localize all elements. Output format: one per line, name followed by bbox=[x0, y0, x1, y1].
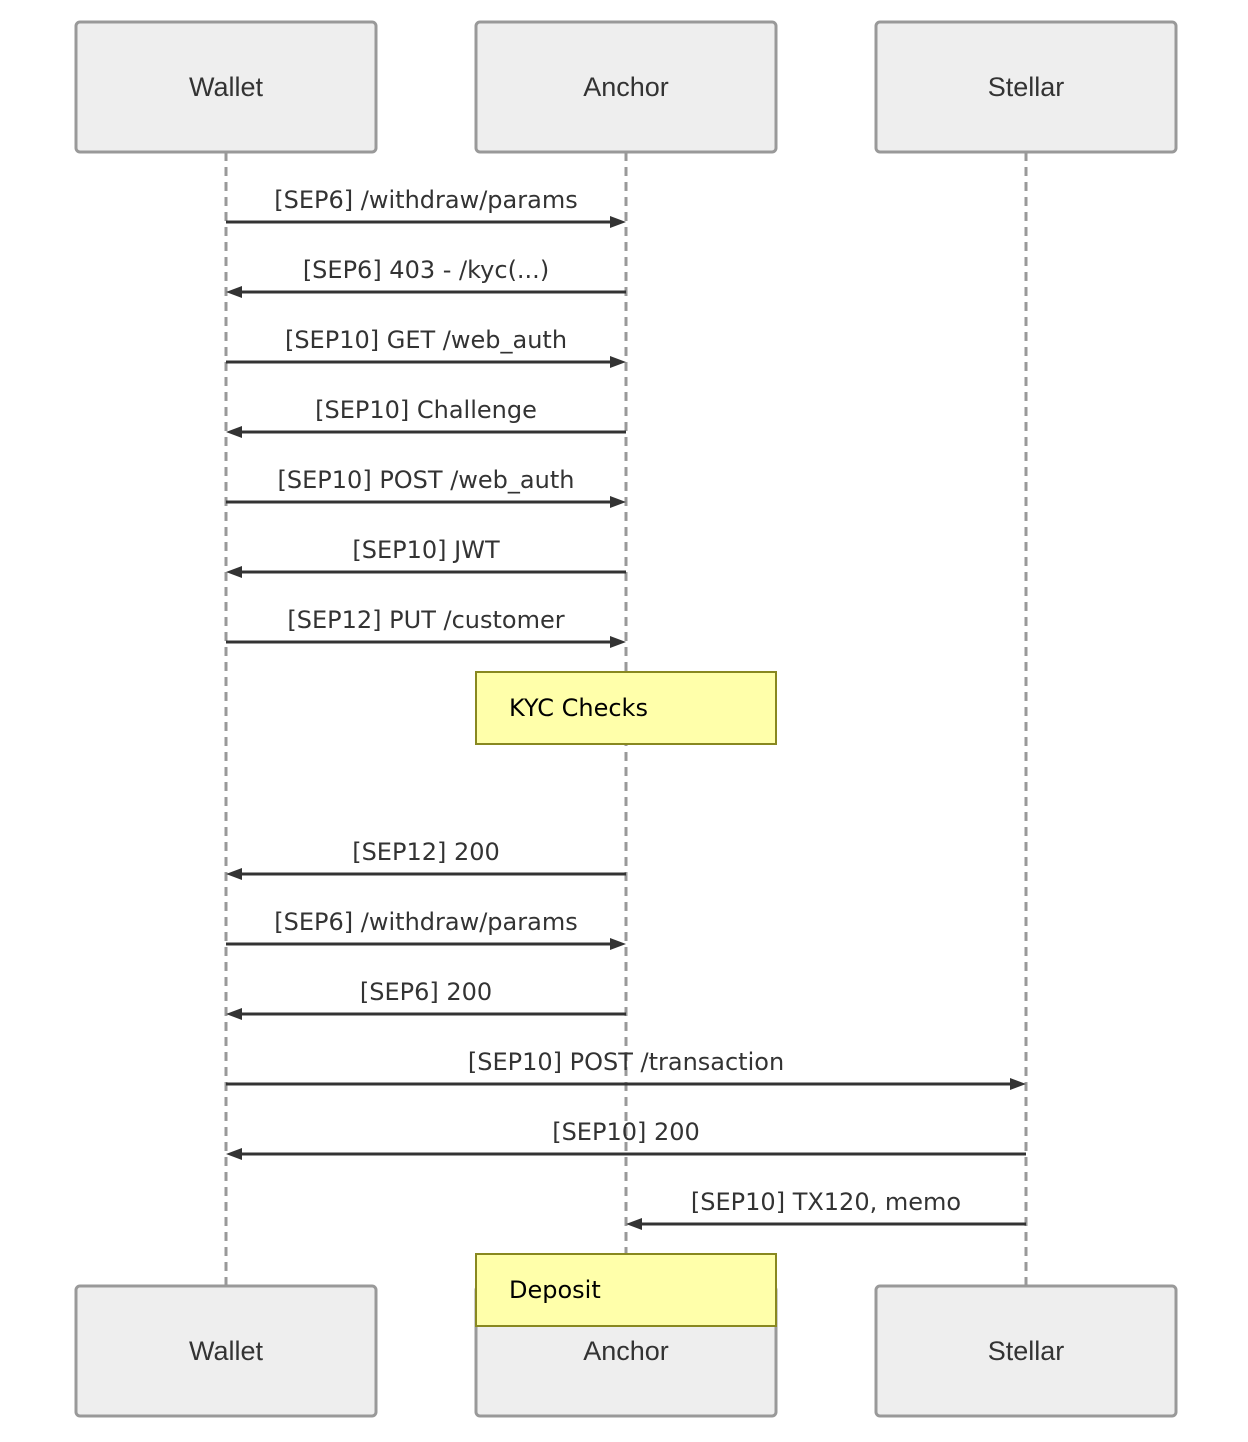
arrowhead-icon bbox=[226, 1008, 242, 1020]
message-12: [SEP10] POST /transaction bbox=[226, 1048, 1026, 1090]
message-14: [SEP10] TX120, memo bbox=[626, 1188, 1026, 1230]
note: Deposit bbox=[475, 1253, 777, 1327]
actor-label: Wallet bbox=[189, 1336, 264, 1366]
actor-label: Stellar bbox=[988, 72, 1065, 102]
arrowhead-icon bbox=[610, 938, 626, 950]
actor-label: Wallet bbox=[189, 72, 264, 102]
lifelines bbox=[224, 152, 1028, 1286]
arrowhead-icon bbox=[226, 868, 242, 880]
actor-stellar-top: Stellar bbox=[874, 20, 1178, 154]
message-label: [SEP6] /withdraw/params bbox=[274, 908, 577, 936]
message-label: [SEP10] JWT bbox=[352, 536, 500, 564]
message-2: [SEP6] 403 - /kyc(...) bbox=[226, 256, 626, 298]
actors-top: Wallet Anchor Stellar bbox=[74, 20, 1178, 154]
actor-anchor-top: Anchor bbox=[474, 20, 778, 154]
message-5: [SEP10] POST /web_auth bbox=[226, 466, 626, 508]
message-label: [SEP6] 200 bbox=[360, 978, 492, 1006]
note-box bbox=[475, 671, 777, 745]
actor-label: Anchor bbox=[583, 1336, 669, 1366]
arrowhead-icon bbox=[1010, 1078, 1026, 1090]
message-label: [SEP6] /withdraw/params bbox=[274, 186, 577, 214]
message-label: [SEP12] 200 bbox=[352, 838, 500, 866]
message-3: [SEP10] GET /web_auth bbox=[226, 326, 626, 368]
message-6: [SEP10] JWT bbox=[226, 536, 626, 578]
note-label: Deposit bbox=[509, 1276, 601, 1304]
actor-box bbox=[74, 1284, 378, 1418]
actor-label: Anchor bbox=[583, 72, 669, 102]
arrowhead-icon bbox=[610, 496, 626, 508]
message-10: [SEP6] /withdraw/params bbox=[226, 908, 626, 950]
message-label: [SEP12] PUT /customer bbox=[287, 606, 564, 634]
messages: [SEP6] /withdraw/params [SEP6] 403 - /kyc… bbox=[226, 186, 1026, 1327]
actor-wallet-bottom: Wallet bbox=[74, 1284, 378, 1418]
actor-box bbox=[74, 20, 378, 154]
message-label: [SEP10] Challenge bbox=[315, 396, 537, 424]
message-7: [SEP12] PUT /customer bbox=[226, 606, 626, 648]
message-label: [SEP6] 403 - /kyc(...) bbox=[303, 256, 549, 284]
arrowhead-icon bbox=[610, 356, 626, 368]
message-1: [SEP6] /withdraw/params bbox=[226, 186, 626, 228]
arrowhead-icon bbox=[610, 636, 626, 648]
actor-wallet-top: Wallet bbox=[74, 20, 378, 154]
message-9: [SEP12] 200 bbox=[226, 838, 626, 880]
actor-stellar-bottom: Stellar bbox=[874, 1284, 1178, 1418]
arrowhead-icon bbox=[226, 1148, 242, 1160]
note: KYC Checks bbox=[475, 671, 777, 745]
message-label: [SEP10] POST /web_auth bbox=[278, 466, 575, 494]
message-label: [SEP10] POST /transaction bbox=[468, 1048, 784, 1076]
arrowhead-icon bbox=[610, 216, 626, 228]
message-label: [SEP10] TX120, memo bbox=[691, 1188, 961, 1216]
actor-label: Stellar bbox=[988, 1336, 1065, 1366]
arrowhead-icon bbox=[626, 1218, 642, 1230]
arrowhead-icon bbox=[226, 426, 242, 438]
actor-box bbox=[474, 20, 778, 154]
message-13: [SEP10] 200 bbox=[226, 1118, 1026, 1160]
message-label: [SEP10] GET /web_auth bbox=[285, 326, 567, 354]
message-4: [SEP10] Challenge bbox=[226, 396, 626, 438]
actor-box bbox=[874, 20, 1178, 154]
actor-box bbox=[874, 1284, 1178, 1418]
note-box bbox=[475, 1253, 777, 1327]
note-label: KYC Checks bbox=[509, 694, 648, 722]
arrowhead-icon bbox=[226, 566, 242, 578]
arrowhead-icon bbox=[226, 286, 242, 298]
message-11: [SEP6] 200 bbox=[226, 978, 626, 1020]
message-label: [SEP10] 200 bbox=[552, 1118, 700, 1146]
